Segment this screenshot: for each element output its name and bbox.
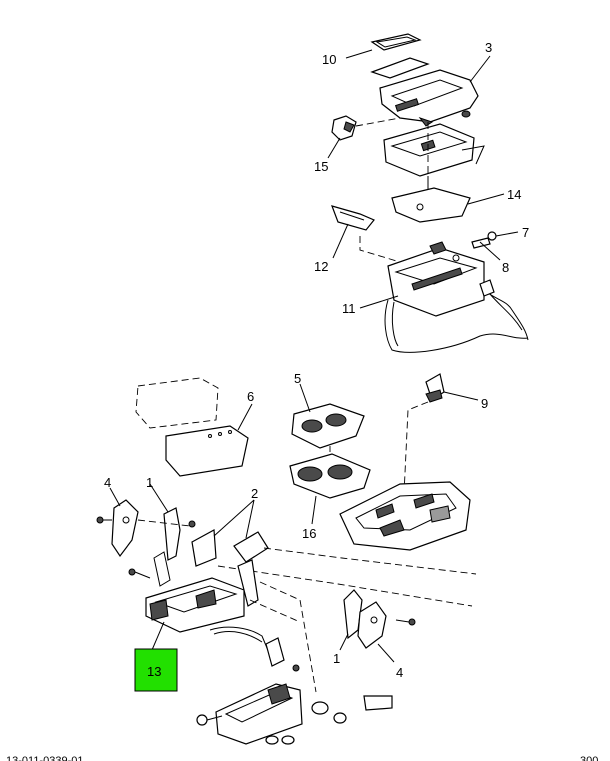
highlight-box-13 xyxy=(134,648,178,692)
callout-15: 15 xyxy=(314,159,328,174)
screw-right xyxy=(395,618,416,626)
part-16-cup-holder xyxy=(289,453,371,499)
seat-track-frame xyxy=(145,551,259,633)
wiring-harness xyxy=(384,279,529,353)
callout-3: 3 xyxy=(485,40,492,55)
callout-5: 5 xyxy=(294,371,301,386)
screw-left xyxy=(96,516,112,524)
callout-12: 12 xyxy=(314,259,328,274)
pad-block xyxy=(363,695,393,711)
callout-1-left: 1 xyxy=(146,475,153,490)
callout-1-right: 1 xyxy=(333,651,340,666)
callout-16: 16 xyxy=(302,526,316,541)
part-3-console-lid xyxy=(370,57,479,127)
drawing-number: 13-011-0339-01 xyxy=(6,755,83,761)
callout-9: 9 xyxy=(481,396,488,411)
callout-11: 11 xyxy=(342,301,356,316)
part-4-bracket-left xyxy=(111,499,139,558)
callout-6: 6 xyxy=(247,389,254,404)
callout-8: 8 xyxy=(502,260,509,275)
callout-4-left: 4 xyxy=(104,475,111,490)
support-bracket xyxy=(215,683,303,745)
nut-left xyxy=(196,714,223,726)
callout-labels: 10 3 15 14 7 12 8 11 5 9 6 4 1 2 16 13 1… xyxy=(104,40,529,692)
screw-frame xyxy=(128,568,151,579)
actuator-cable xyxy=(209,626,300,672)
pin-right xyxy=(311,701,347,724)
screw-center xyxy=(188,520,196,528)
page-reference: 300 xyxy=(580,755,598,761)
part-11-console-bin xyxy=(387,241,485,317)
part-12-bezel xyxy=(331,205,375,231)
part-7-clip xyxy=(487,231,497,241)
part-15-latch xyxy=(331,115,357,141)
part-6-cover xyxy=(165,425,249,477)
part-2-bracket xyxy=(191,529,269,567)
part-1-lever-left xyxy=(163,507,181,561)
part-9-handle xyxy=(425,373,445,403)
callout-14: 14 xyxy=(507,187,521,202)
part-5-cup-holder xyxy=(291,403,365,449)
seat-base-frame xyxy=(339,481,471,551)
callout-2: 2 xyxy=(251,486,258,501)
callout-leaders xyxy=(109,49,519,663)
callout-7: 7 xyxy=(522,225,529,240)
console-tray-plate xyxy=(383,123,485,177)
callout-13: 13 xyxy=(147,664,161,679)
callout-10: 10 xyxy=(322,52,336,67)
part-10-gasket xyxy=(370,33,422,51)
part-14-cover-plate xyxy=(391,187,471,223)
part-4-bracket-right xyxy=(357,601,387,649)
callout-4-right: 4 xyxy=(396,665,403,680)
seat-cushion-outline xyxy=(135,377,219,429)
